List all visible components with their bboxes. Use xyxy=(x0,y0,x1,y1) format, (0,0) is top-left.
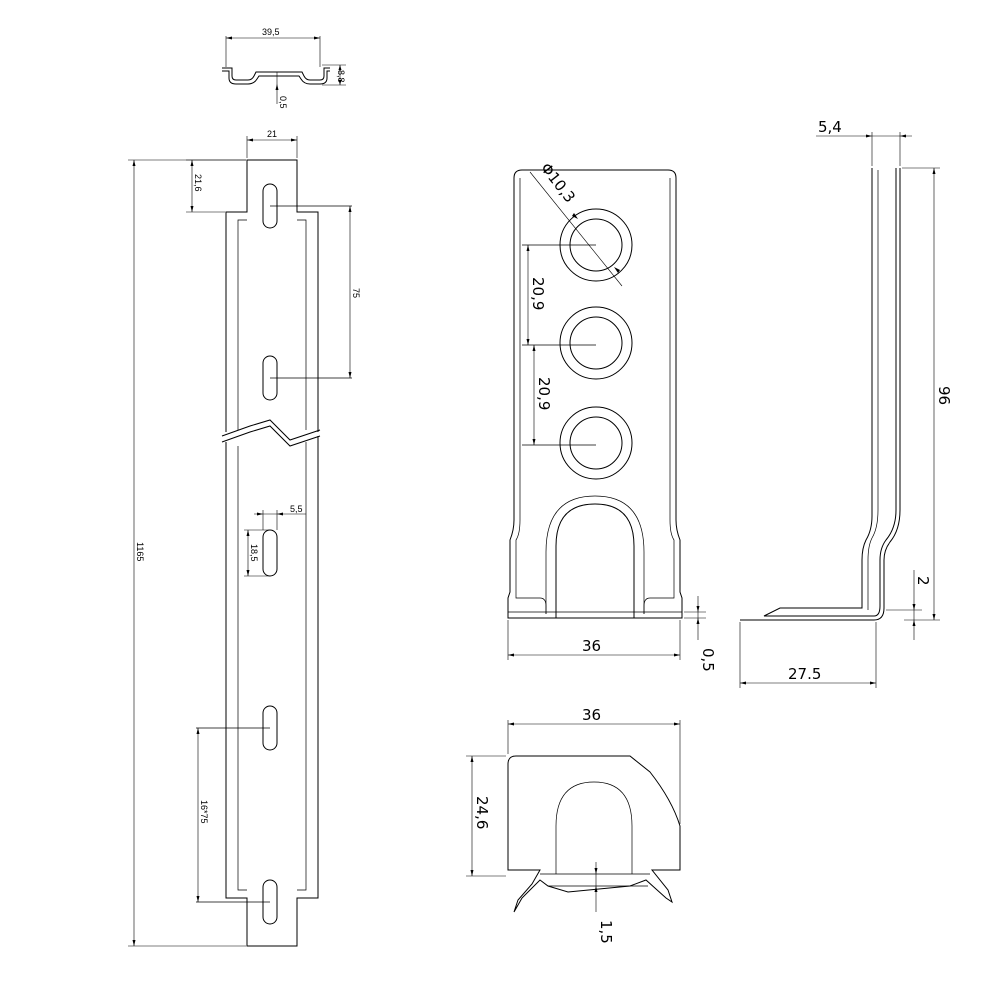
bracket-bottom-outline xyxy=(507,755,681,913)
rail-profile-width-label: 39,5 xyxy=(262,27,280,37)
bracket-hole xyxy=(569,316,623,370)
rail-profile-height-label: 8,8 xyxy=(336,70,346,83)
rail-profile-outline xyxy=(222,67,330,85)
rail-outline-bottom xyxy=(225,436,319,947)
bracket-hole-pitch-2-label: 20,9 xyxy=(535,377,553,410)
rail-profile-thickness-label: 0,5 xyxy=(278,96,288,109)
bracket-hole-diameter-label: Φ10,3 xyxy=(537,159,579,206)
rail-front-view: 21 21,6 75 1165 5,5 18,5 xyxy=(128,129,361,947)
bracket-side-foot-length-label: 27.5 xyxy=(788,665,821,683)
rail-top-width-label: 21 xyxy=(267,129,277,139)
bracket-side-foot-height-label: 2 xyxy=(914,576,932,586)
bracket-bottom-view: 36 24,6 1,5 xyxy=(466,706,681,944)
rail-slot-width-label: 5,5 xyxy=(290,504,303,514)
rail-slot-series-label: 16*75 xyxy=(199,800,209,824)
rail-outline-top xyxy=(225,159,319,432)
bracket-front-view: Φ10,3 20,9 20,9 36 0,5 xyxy=(507,159,717,672)
bracket-side-profile xyxy=(763,168,897,617)
bracket-bottom-width-label: 36 xyxy=(582,706,601,724)
bracket-side-view: 5,4 96 2 27.5 xyxy=(739,118,953,688)
rail-slot-pitch-label: 75 xyxy=(351,288,361,298)
bracket-side-top-width-label: 5,4 xyxy=(818,118,842,136)
rail-overall-length-label: 1165 xyxy=(135,542,145,561)
bracket-hole-outer xyxy=(559,306,633,380)
bracket-u-cutout xyxy=(555,503,635,618)
bracket-hole-pitch-1-label: 20,9 xyxy=(529,277,547,310)
bracket-side-height-label: 96 xyxy=(935,386,953,405)
bracket-front-width-label: 36 xyxy=(582,637,601,655)
rail-top-offset-label: 21,6 xyxy=(193,174,203,192)
rail-profile-view: 39,5 8,8 0,5 xyxy=(222,27,346,109)
rail-slot-length-label: 18,5 xyxy=(249,544,259,562)
bracket-bottom-gap-label: 1,5 xyxy=(597,920,615,944)
rail-slot xyxy=(262,529,278,577)
bracket-outline xyxy=(507,169,683,619)
bracket-bottom-height-label: 24,6 xyxy=(473,796,491,829)
bracket-hole-outer xyxy=(559,406,633,480)
rail-break-line xyxy=(221,419,321,441)
bracket-hole xyxy=(569,416,623,470)
bracket-front-thickness-label: 0,5 xyxy=(699,648,717,672)
